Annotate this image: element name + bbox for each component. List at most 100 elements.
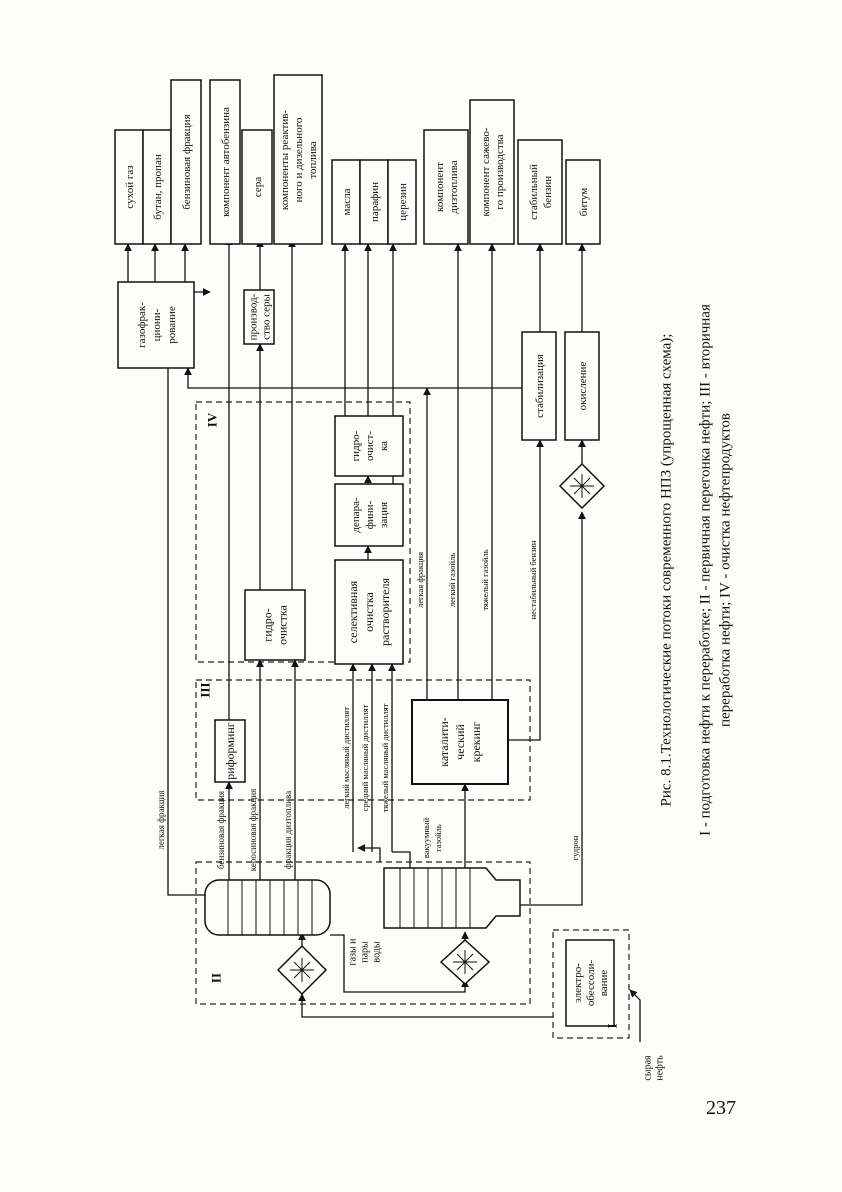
vacuum-column [383,867,521,929]
flow-label-f_lmd: легкий масляный дистиллят [341,707,351,809]
unit-gazofr-box [117,281,195,369]
product-p_suhoi-label: сухой газ [124,165,136,208]
figure-caption-legend: I - подготовка нефти к переработке; II -… [697,304,733,836]
flow-label-f_gazy3: воды [372,941,383,962]
product-p_react-label-line: топлива [307,141,319,178]
flow-vac-distillate [392,851,411,868]
flow-label-f_keros: керосиновая фракция [248,789,258,871]
unit-deparaf-box [334,483,404,547]
flow-label-f_legk2-line: легкая фракция [415,552,425,608]
prod-sera-box [241,129,273,245]
unit-gazofr-label-line: циони- [151,308,163,341]
flow-label-f_gazy2-line: пары [360,941,371,963]
section-label-II: II [209,973,224,983]
product-p_butan-label: бутан, пропан [152,154,164,220]
prod-cerezin-box [387,159,417,245]
unit-riforming-label-line: риформинг [223,722,237,779]
section-label-IV-line: IV [205,412,220,427]
unit-stab-label: стабилизация [534,354,546,418]
furnace-3 [558,462,606,510]
unit-electro-label: электро-обессоли-вание [572,960,610,1007]
section-label-I-line: I [605,1023,620,1028]
product-p_avto-label: компонент автобензина [220,107,232,217]
figure-caption-title-line: Рис. 8.1.Технологические потоки современ… [658,334,674,807]
product-p_parafin-label-line: парафин [369,182,381,222]
unit-gidro1-label: гидро-очистка [261,604,290,644]
prod-parafin-box [359,159,389,245]
flow-label-f_nestab: нестабильный бензин [528,540,538,619]
flow-gases [357,844,381,862]
prod-bitum-box [565,159,601,245]
flow-label-f_smd: средний масляный дистиллят [360,704,370,811]
flow-label-f_tgaz-line: тяжелый газойль [480,549,490,610]
atmospheric-column [204,879,331,936]
section-label-IV: IV [205,412,220,427]
prod-dizt-box [423,129,469,245]
flow-label-f_vak2: газойль [433,824,443,852]
unit-riforming-box [214,719,246,783]
unit-katal-label-line: ческий [453,724,467,760]
flow-cc-nestab [508,439,544,741]
flow-label-f_tmd: тяжелый масляный дистиллят [380,703,390,812]
unit-electro-label-line: электро- [572,963,584,1003]
flow-crude-oil [629,989,641,1042]
flow-label-f_legk2: легкая фракция [415,552,425,608]
flow-label-f_dizt-line: фракция дизтоплива [283,791,293,869]
prod-suhoi-box [114,129,144,245]
flow-label-f_lmd-line: легкий масляный дистиллят [341,707,351,809]
furnace-2 [439,938,491,986]
prod-sazh-box [469,99,515,245]
flow-label-f_benz: бензиновая фракция [216,791,226,869]
unit-proizv-box [243,289,275,345]
unit-okisl-label-line: окисление [577,362,589,411]
unit-deparaf-label-line: фини- [364,500,376,529]
unit-selekt-label-line: растворителя [378,578,392,646]
product-p_bitum-label: битум [578,188,590,217]
flow-label-f_legk-line: легкая фракция [156,790,166,849]
unit-selekt-box [334,559,404,665]
prod-masla-box [331,159,361,245]
product-p_dizt-label-line: компонент [434,162,446,212]
section-frame-II [195,861,531,1005]
figure-caption-title: Рис. 8.1.Технологические потоки современ… [658,334,674,807]
unit-gidro1-box [244,589,306,661]
prod-avto-box [209,79,241,245]
flow-label-f_tgaz: тяжелый газойль [480,549,490,610]
product-p_avto-label-line: компонент автобензина [220,107,232,217]
unit-katal-label-line: каталити- [437,717,451,767]
product-p_sazh-label-line: компонент сажево- [480,127,492,216]
prod-react-box [273,74,323,245]
unit-proizv-label-line: производ- [247,293,259,340]
unit-stab-box [521,331,557,441]
flow-label-f_vak2-line: газойль [433,824,443,852]
unit-stab-label-line: стабилизация [534,354,546,418]
flow-label-f_benz-line: бензиновая фракция [216,791,226,869]
unit-gazofr-label: газофрак-циони-рование [136,302,178,348]
section-label-I: I [605,1023,620,1028]
flow-label-f_gazy2: пары [360,941,371,963]
flow-label-f_keros-line: керосиновая фракция [248,789,258,871]
flow-label-f_gazy3-line: воды [372,941,383,962]
section-label-II-line: II [209,973,224,983]
section-label-III: III [198,682,213,697]
unit-proizv-label: производ-ство серы [247,293,272,340]
unit-okisl-box [564,331,600,441]
flow-label-f_gudron-line: гудрон [570,835,580,860]
figure-caption-legend-line: переработка нефти; IV - очистка нефтепро… [717,413,733,727]
flow-label-f_legk: легкая фракция [156,790,166,849]
prod-benzfr-box [170,79,202,245]
flow-label-f_dizt: фракция дизтоплива [283,791,293,869]
unit-gidro1-label-line: гидро- [261,608,275,641]
product-p_sazh-label-line: го производства [494,134,506,209]
flow-label-f_nestab-line: нестабильный бензин [528,540,538,619]
unit-electro-label-line: обессоли- [585,960,597,1007]
unit-deparaf-label-line: депара- [350,497,362,533]
unit-gidro2-label-line: ка [378,441,390,451]
page-number: 237 [706,1097,736,1119]
section-frame-I [552,929,630,1039]
unit-gazofr-label-line: рование [166,306,178,344]
